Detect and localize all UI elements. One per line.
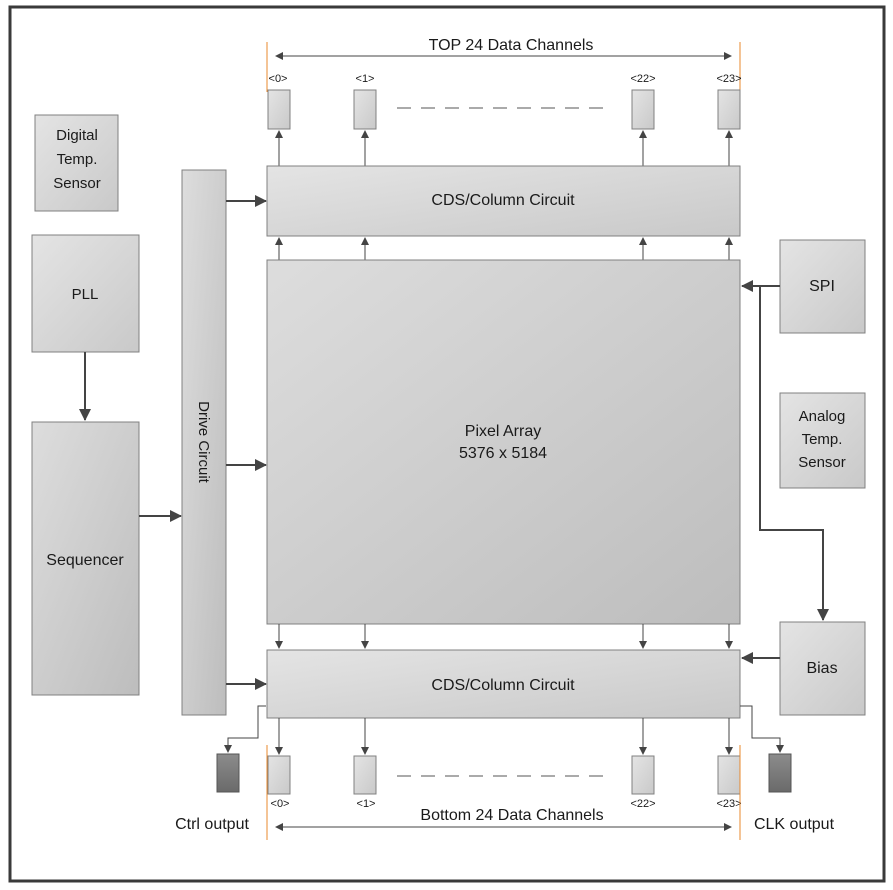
cds-top-label: CDS/Column Circuit bbox=[431, 192, 575, 209]
top-ch-label-22: <22> bbox=[630, 73, 655, 85]
clk-output-connector bbox=[740, 705, 784, 753]
clk-output-block bbox=[768, 753, 792, 793]
top-channel-22 bbox=[631, 89, 655, 130]
drive-circuit-label: Drive Circuit bbox=[195, 401, 212, 484]
top-channel-0 bbox=[267, 89, 291, 130]
top-ch-label-23: <23> bbox=[716, 73, 741, 85]
bottom-channel-23 bbox=[717, 755, 741, 795]
sequencer-label: Sequencer bbox=[46, 552, 124, 569]
analog-temp-sensor-line1: Analog bbox=[799, 408, 846, 425]
clk-output-label: CLK output bbox=[754, 816, 835, 833]
analog-temp-sensor-block: Analog Temp. Sensor bbox=[779, 392, 866, 489]
bottom-channel-22 bbox=[631, 755, 655, 795]
bottom-channel-1 bbox=[353, 755, 377, 795]
bias-label: Bias bbox=[806, 660, 837, 677]
bottom-title-bg bbox=[402, 805, 622, 825]
ctrl-output-block bbox=[216, 753, 240, 793]
pixel-array-block: Pixel Array 5376 x 5184 bbox=[266, 259, 741, 625]
top-title-bg bbox=[418, 34, 604, 54]
cds-bottom-label: CDS/Column Circuit bbox=[431, 677, 575, 694]
digital-temp-sensor-line3: Sensor bbox=[53, 175, 101, 192]
top-ch-label-0: <0> bbox=[269, 73, 288, 85]
pixel-array-label: Pixel Array bbox=[465, 423, 541, 440]
pll-block: PLL bbox=[31, 234, 140, 353]
spi-block: SPI bbox=[779, 239, 866, 334]
pixel-array-size: 5376 x 5184 bbox=[459, 445, 547, 462]
digital-temp-sensor-line1: Digital bbox=[56, 127, 98, 144]
spi-to-bias-connector bbox=[759, 286, 829, 621]
ctrl-output-connector bbox=[224, 705, 266, 753]
sequencer-block: Sequencer bbox=[31, 421, 140, 696]
bias-block: Bias bbox=[779, 621, 866, 716]
cds-bottom-block: CDS/Column Circuit bbox=[266, 649, 741, 719]
top-channel-23 bbox=[717, 89, 741, 130]
digital-temp-sensor-line2: Temp. bbox=[57, 151, 98, 168]
bottom-ch-label-0: <0> bbox=[271, 798, 290, 810]
top-ch-label-1: <1> bbox=[356, 73, 375, 85]
digital-temp-sensor-block: Digital Temp. Sensor bbox=[34, 114, 119, 212]
ctrl-output-label: Ctrl output bbox=[175, 816, 249, 833]
analog-temp-sensor-line2: Temp. bbox=[802, 431, 843, 448]
drive-circuit-block: Drive Circuit bbox=[181, 169, 227, 716]
bottom-channel-0 bbox=[267, 755, 291, 795]
pll-label: PLL bbox=[72, 286, 99, 303]
bottom-ch-label-1: <1> bbox=[357, 798, 376, 810]
top-channels-title: TOP 24 Data Channels bbox=[429, 37, 594, 54]
cds-top-block: CDS/Column Circuit bbox=[266, 165, 741, 237]
bottom-ch-label-22: <22> bbox=[630, 798, 655, 810]
analog-temp-sensor-line3: Sensor bbox=[798, 454, 846, 471]
spi-label: SPI bbox=[809, 278, 835, 295]
bottom-channels-title: Bottom 24 Data Channels bbox=[420, 807, 603, 824]
bottom-ch-label-23: <23> bbox=[716, 798, 741, 810]
top-channel-1 bbox=[353, 89, 377, 130]
